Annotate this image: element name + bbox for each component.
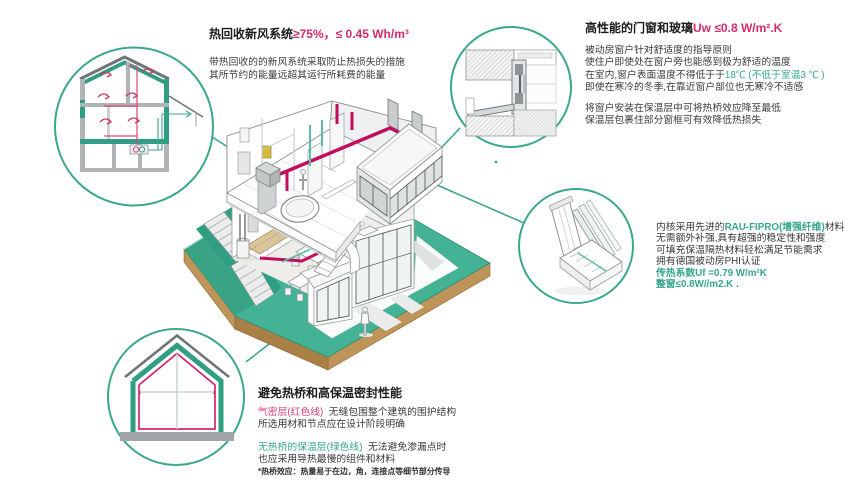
terrace-shadow-1 xyxy=(414,240,444,271)
heat-recovery-title-accent: ≥75%，≤ 0.45 Wh/m³ xyxy=(293,27,409,41)
windows-p2-l1: 将窗户安装在保温层中可将热桥效应降至最低 xyxy=(585,102,781,114)
thermal-bridge-l1: 气密层(红色线) 无缝包围整个建筑的围护结构 xyxy=(258,407,456,419)
partition-wall xyxy=(307,141,323,197)
windows-p1-l2: 使住户即使处在窗户旁也能感到极为舒适的温度 xyxy=(585,57,791,69)
callout-window-detail xyxy=(450,26,572,148)
roof-line xyxy=(124,333,230,379)
airtight-layer xyxy=(138,352,216,430)
heat-recovery-title: 热回收新风系统≥75%，≤ 0.45 Wh/m³ xyxy=(209,27,409,41)
wing-glass-doors xyxy=(316,276,350,323)
hrv-section-drawing xyxy=(79,55,204,172)
profile-seal xyxy=(577,252,607,272)
windows-p1-l4: 即使在寒冷的冬季,在靠近窗户部位也无寒冷不适感 xyxy=(585,81,804,93)
profile-l2: 无需额外补强,具有超强的稳定性和强度 xyxy=(656,233,826,245)
windows-temp-green: 18℃ (不低于室温3 ℃ ) xyxy=(724,69,825,81)
stair-wall-left xyxy=(196,224,236,267)
thermal-bridge-title: 避免热桥和高保温密封性能 xyxy=(258,386,403,400)
windows-title: 高性能的门窗和玻璃Uw ≤0.8 W/m².K xyxy=(585,21,825,35)
base-slab xyxy=(120,432,234,441)
wing-corner-post xyxy=(307,277,315,327)
main-house-illustration xyxy=(183,98,491,371)
profile-l1-suffix: 材料 xyxy=(824,222,845,233)
profile-foot-right xyxy=(589,261,623,291)
profile-l5-green: 传热系数Uf =0.79 W/m²K xyxy=(656,267,767,279)
profile-l1-green: RAU-FIPRO(增强纤维) xyxy=(724,222,825,233)
profile-cap xyxy=(548,195,574,212)
terrace-shadow-3 xyxy=(390,293,424,314)
windows-p2-l2: 保温层包裹住部分窗框可有效降低热损失 xyxy=(585,114,762,126)
airtight-desc: 无缝包围整个建筑的围护结构 xyxy=(328,407,457,418)
windows-title-black: 高性能的门窗和玻璃 xyxy=(585,21,694,35)
callout-ventilation xyxy=(54,46,214,207)
insulation-label: 无热桥的保温层(绿色线) xyxy=(258,441,363,453)
text-block-windows: 高性能的门窗和玻璃Uw ≤0.8 W/m².K 被动房窗户针对舒适度的指导原则 … xyxy=(585,21,825,127)
windows-p1-l1: 被动房窗户针对舒适度的指导原则 xyxy=(585,45,732,56)
text-block-heat-recovery: 热回收新风系统≥75%，≤ 0.45 Wh/m³ 带热回收的的新风系统采取防止热… xyxy=(209,27,409,82)
windows-temp-prefix: 在室内,窗户表面温度不得低于于 xyxy=(585,69,725,81)
window-detail-drawing xyxy=(465,49,557,137)
chamber-marks xyxy=(569,245,603,273)
callout-profile xyxy=(518,188,634,304)
ground-glass-doors xyxy=(355,224,412,305)
upper-window-1 xyxy=(387,98,399,131)
windows-p1-l3: 在室内,窗户表面温度不得低于于18℃ (不低于室温3 ℃ ) xyxy=(585,70,825,82)
windows-title-accent: Uw ≤0.8 W/m².K xyxy=(693,21,783,35)
insulation-layer xyxy=(130,342,224,432)
text-block-thermal-bridge: 避免热桥和高保温密封性能 气密层(红色线) 无缝包围整个建筑的围护结构 所选用材… xyxy=(258,386,456,478)
hrv-unit xyxy=(255,161,281,188)
envelope-drawing xyxy=(120,333,234,441)
thermal-bridge-footnote: *热桥效应：热量易于在边，角，连接点等细节部分传导 xyxy=(258,466,451,476)
airtight-label: 气密层(红色线) xyxy=(258,407,324,418)
thermal-bridge-l3: 无热桥的保温层(绿色线) 无法避免渗漏点时 xyxy=(258,442,456,454)
sitting-area xyxy=(355,225,379,237)
thermal-bridge-l2: 所选用材和节点应在设计阶段明确 xyxy=(258,418,405,430)
upper-slab-edge-right xyxy=(335,220,361,263)
profile-l6-green: 整窗≤0.8W//m2.K . xyxy=(656,279,739,291)
connector-profile xyxy=(436,184,525,224)
heat-recovery-title-black: 热回收新风系统 xyxy=(209,27,294,41)
heat-recovery-line1: 带热回收的的新风系统采取防止热损失的措施 xyxy=(209,57,405,68)
wing-sw-windows xyxy=(359,175,388,217)
void-parapet xyxy=(321,179,357,200)
small-dot xyxy=(494,160,498,164)
text-block-profile: 内核采用先进的RAU-FIPRO(增强纤维)材料 无需额外补强,具有超强的稳定性… xyxy=(656,222,844,290)
right-wing xyxy=(356,123,443,225)
thermal-bridge-l4: 也应采用导热最慢的组件和材料 xyxy=(258,453,396,465)
person-figure xyxy=(359,306,373,337)
profile-drawing xyxy=(548,195,623,296)
insulation-desc: 无法避免渗漏点时 xyxy=(367,441,447,453)
profile-l4: 拥有德国被动房PHI认证 xyxy=(656,256,761,268)
profile-l1-prefix: 内核采用先进的 xyxy=(656,222,725,233)
heat-recovery-line2: 其所节约的能量远超其运行所耗费的能量 xyxy=(209,70,386,81)
profile-l3: 可填充保温隔热材料轻松满足节能需求 xyxy=(656,244,823,256)
profile-l1: 内核采用先进的RAU-FIPRO(增强纤维)材料 xyxy=(656,222,844,233)
callout-envelope xyxy=(107,328,245,466)
